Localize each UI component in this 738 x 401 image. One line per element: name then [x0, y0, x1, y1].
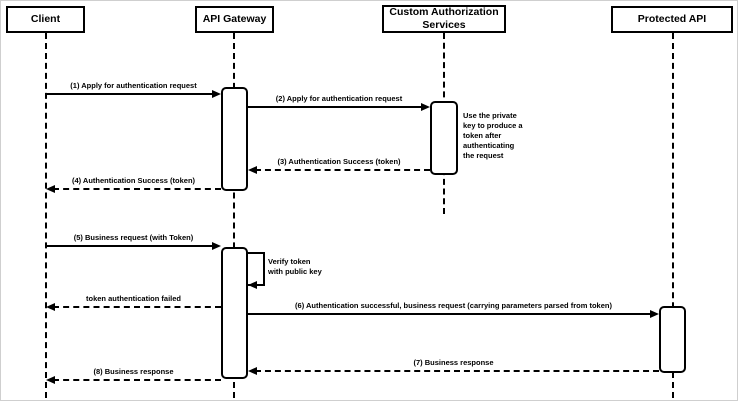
participant-box-client: Client [6, 6, 85, 33]
message-label-7: (6) Authentication successful, business … [295, 301, 612, 310]
message-label-1: (1) Apply for authentication request [70, 81, 197, 90]
message-line-6 [53, 306, 221, 308]
activation-bar-custom-authorization-services-3 [430, 101, 458, 175]
message-line-2 [248, 106, 423, 108]
message-label-9: (8) Business response [93, 367, 174, 376]
lifeline-protected-api [672, 33, 674, 398]
message-line-9 [53, 379, 221, 381]
self-message-arrowhead [248, 281, 257, 289]
message-arrowhead-8 [248, 367, 257, 375]
lifeline-api-gateway [233, 33, 235, 398]
message-arrowhead-6 [46, 303, 55, 311]
message-line-4 [53, 188, 221, 190]
message-line-7 [248, 313, 652, 315]
message-line-3 [255, 169, 430, 171]
activation-bar-api-gateway-2 [221, 247, 248, 379]
message-arrowhead-2 [421, 103, 430, 111]
self-message-label: Verify token with public key [268, 257, 322, 276]
message-label-8: (7) Business response [413, 358, 494, 367]
message-line-8 [255, 370, 659, 372]
note-use-private-key: Use the private key to produce a token a… [463, 111, 523, 160]
participant-box-custom-authorization-services: Custom Authorization Services [382, 5, 506, 33]
message-label-3: (3) Authentication Success (token) [277, 157, 401, 166]
message-label-4: (4) Authentication Success (token) [71, 176, 196, 185]
participant-box-api-gateway: API Gateway [195, 6, 274, 33]
participant-box-protected-api: Protected API [611, 6, 733, 33]
activation-bar-protected-api-4 [659, 306, 686, 373]
activation-bar-api-gateway-1 [221, 87, 248, 191]
message-label-5: (5) Business request (with Token) [73, 233, 194, 242]
message-arrowhead-3 [248, 166, 257, 174]
message-line-5 [46, 245, 214, 247]
message-label-2: (2) Apply for authentication request [275, 94, 403, 103]
message-arrowhead-7 [650, 310, 659, 318]
lifeline-client [45, 33, 47, 398]
message-arrowhead-5 [212, 242, 221, 250]
message-arrowhead-9 [46, 376, 55, 384]
message-label-6: token authentication failed [85, 294, 181, 303]
message-arrowhead-4 [46, 185, 55, 193]
message-line-1 [46, 93, 214, 95]
message-arrowhead-1 [212, 90, 221, 98]
